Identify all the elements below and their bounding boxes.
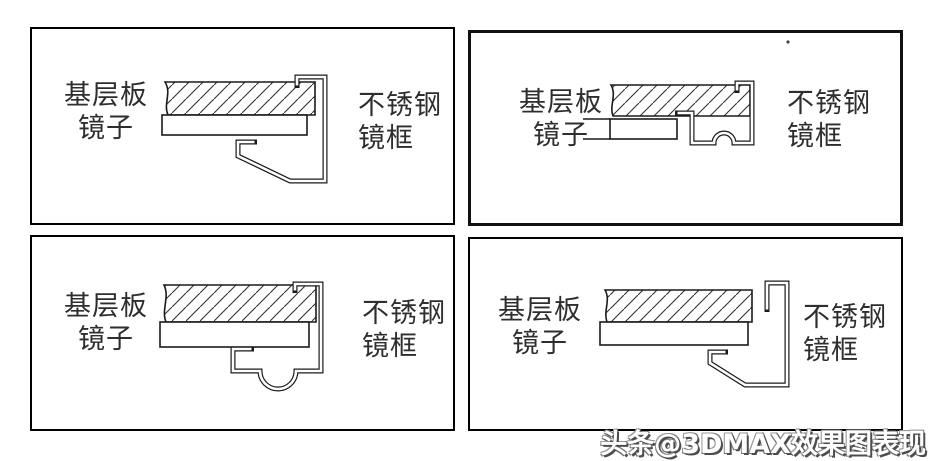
left-callout: 基层板 镜子	[46, 79, 166, 145]
frame-label-line2: 镜框	[358, 123, 414, 153]
base-board-label: 基层板	[519, 87, 603, 117]
mirror-section	[159, 321, 310, 348]
panel-bottom-right: 基层板 镜子 不锈钢 镜框	[468, 237, 903, 431]
frame-label-line1: 不锈钢	[358, 90, 442, 120]
base-board-section	[609, 84, 751, 117]
right-callout: 不锈钢 镜框	[787, 87, 882, 153]
right-callout: 不锈钢 镜框	[358, 89, 453, 155]
steel-frame-profile-inner	[236, 75, 327, 183]
mirror-label: 镜子	[78, 113, 134, 143]
left-callout: 基层板 镜子	[486, 294, 594, 360]
mirror-frame-section-drawing	[161, 74, 328, 184]
toutiao-watermark: 头条@3DMAX效果图表现	[600, 429, 926, 460]
mirror-frame-section-drawing	[599, 280, 790, 388]
panel-bottom-left: 基层板 镜子 不锈钢 镜框	[30, 235, 455, 431]
left-callout: 基层板 镜子	[46, 290, 166, 356]
left-callout: 基层板 镜子	[515, 86, 607, 152]
frame-label-line1: 不锈钢	[787, 88, 871, 118]
steel-frame-profile-inner	[677, 81, 754, 145]
mirror-label: 镜子	[512, 328, 568, 358]
mirror-frame-section-drawing	[159, 281, 324, 392]
frame-label-line2: 镜框	[787, 121, 843, 151]
panel-top-right: 基层板 镜子 不锈钢 镜框	[468, 30, 903, 226]
base-board-label: 基层板	[64, 291, 148, 321]
mirror-frame-section-drawing	[583, 40, 790, 146]
base-board-label: 基层板	[64, 80, 148, 110]
frame-label-line2: 镜框	[803, 335, 859, 365]
mirror-section	[161, 114, 308, 136]
base-board-section	[603, 289, 753, 323]
base-board-label: 基层板	[498, 295, 582, 325]
right-callout: 不锈钢 镜框	[803, 301, 898, 367]
right-callout: 不锈钢 镜框	[362, 297, 457, 363]
mirror-section	[609, 118, 678, 140]
base-board-section	[163, 81, 316, 116]
frame-label-line2: 镜框	[362, 331, 418, 361]
frame-label-line1: 不锈钢	[362, 298, 446, 328]
mirror-label: 镜子	[533, 120, 589, 150]
frame-label-line1: 不锈钢	[803, 302, 887, 332]
steel-frame-profile-inner	[708, 281, 789, 387]
mirror-label: 镜子	[78, 324, 134, 354]
steel-frame-profile-inner	[231, 282, 323, 391]
mirror-section	[599, 321, 749, 346]
print-dot	[786, 40, 790, 44]
panel-top-left: 基层板 镜子 不锈钢 镜框	[30, 27, 455, 225]
